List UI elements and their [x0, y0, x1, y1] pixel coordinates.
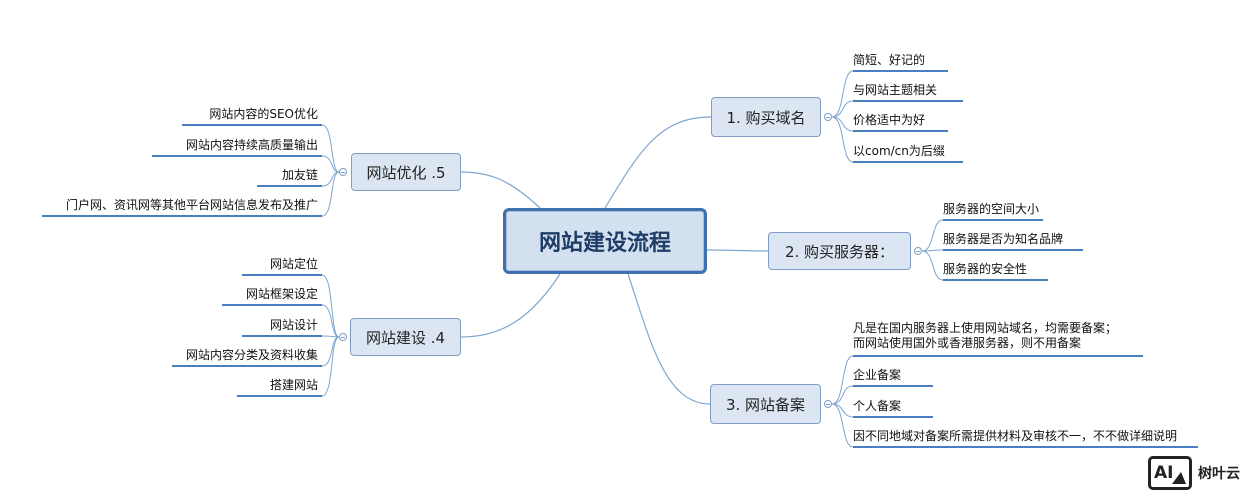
leaf-connector [831, 100, 854, 118]
leaf-connector [831, 70, 854, 118]
root-connector [604, 116, 712, 209]
collapse-toggle-icon[interactable] [339, 333, 347, 341]
leaf-connector [831, 403, 854, 418]
leaf-topic[interactable]: 企业备案 [853, 368, 902, 382]
leaf-topic[interactable]: 门户网、资讯网等其他平台网站信息发布及推广 [65, 198, 318, 212]
branch-node-server[interactable]: 2. 购买服务器： [768, 232, 911, 270]
leaf-topic[interactable]: 以com/cn为后缀 [853, 144, 945, 158]
leaf-topic[interactable]: 简短、好记的 [853, 53, 926, 67]
logo-mark: AI [1154, 463, 1174, 483]
watermark-logo: AI 树叶云 [1148, 454, 1248, 492]
leaf-connector [831, 385, 854, 405]
leaf-connector [921, 219, 944, 252]
collapse-toggle-icon[interactable] [339, 168, 347, 176]
leaf-connector [321, 155, 340, 173]
leaf-connector [831, 403, 854, 448]
leaf-connector [321, 124, 340, 173]
root-connector [460, 273, 561, 338]
branch-node-build[interactable]: 网站建设 .4 [350, 318, 461, 356]
leaf-topic[interactable]: 网站框架设定 [245, 287, 318, 301]
leaf-connector [921, 250, 944, 281]
leaf-connector [831, 116, 854, 132]
leaf-topic[interactable]: 因不同地域对备案所需提供材料及审核不一，不不做详细说明 [853, 429, 1178, 443]
watermark-text: 树叶云 [1198, 466, 1240, 482]
leaf-connector [831, 116, 854, 163]
leaf-topic[interactable]: 与网站主题相关 [853, 83, 938, 97]
leaf-topic[interactable]: 网站内容分类及资料收集 [185, 348, 318, 362]
leaf-topic[interactable]: 服务器的空间大小 [943, 202, 1040, 216]
leaf-topic[interactable]: 网站定位 [269, 257, 318, 271]
collapse-toggle-icon[interactable] [914, 247, 922, 255]
leaf-topic[interactable]: 加友链 [281, 168, 318, 182]
leaf-topic[interactable]: 凡是在国内服务器上使用网站域名，均需要备案； 而网站使用国外或香港服务器，则不用… [853, 321, 1118, 350]
leaf-connector [321, 274, 340, 338]
leaf-connector [321, 171, 340, 217]
collapse-toggle-icon[interactable] [824, 113, 832, 121]
leaf-topic[interactable]: 网站内容的SEO优化 [209, 107, 318, 121]
mountain-icon [1172, 472, 1186, 484]
leaf-topic[interactable]: 服务器的安全性 [943, 262, 1028, 276]
leaf-topic[interactable]: 搭建网站 [269, 378, 318, 392]
leaf-connector [321, 304, 340, 338]
root-node[interactable]: 网站建设流程 [503, 208, 707, 274]
branch-node-domain[interactable]: 1. 购买域名 [711, 97, 821, 137]
leaf-topic[interactable]: 网站内容持续高质量输出 [185, 138, 318, 152]
branch-node-filing[interactable]: 3. 网站备案 [710, 384, 821, 424]
leaf-topic[interactable]: 价格适中为好 [853, 113, 926, 127]
leaf-connector [321, 336, 340, 397]
leaf-connector [831, 355, 854, 405]
leaf-connector [921, 249, 944, 252]
branch-node-optimize[interactable]: 网站优化 .5 [351, 153, 461, 191]
collapse-toggle-icon[interactable] [824, 400, 832, 408]
leaf-topic[interactable]: 网站设计 [269, 318, 318, 332]
root-connector [706, 249, 769, 252]
root-connector [460, 171, 541, 209]
leaf-connector [321, 336, 340, 367]
root-connector [627, 273, 711, 405]
ai-logo-icon: AI [1148, 456, 1192, 490]
leaf-topic[interactable]: 个人备案 [853, 399, 902, 413]
leaf-topic[interactable]: 服务器是否为知名品牌 [943, 232, 1064, 246]
